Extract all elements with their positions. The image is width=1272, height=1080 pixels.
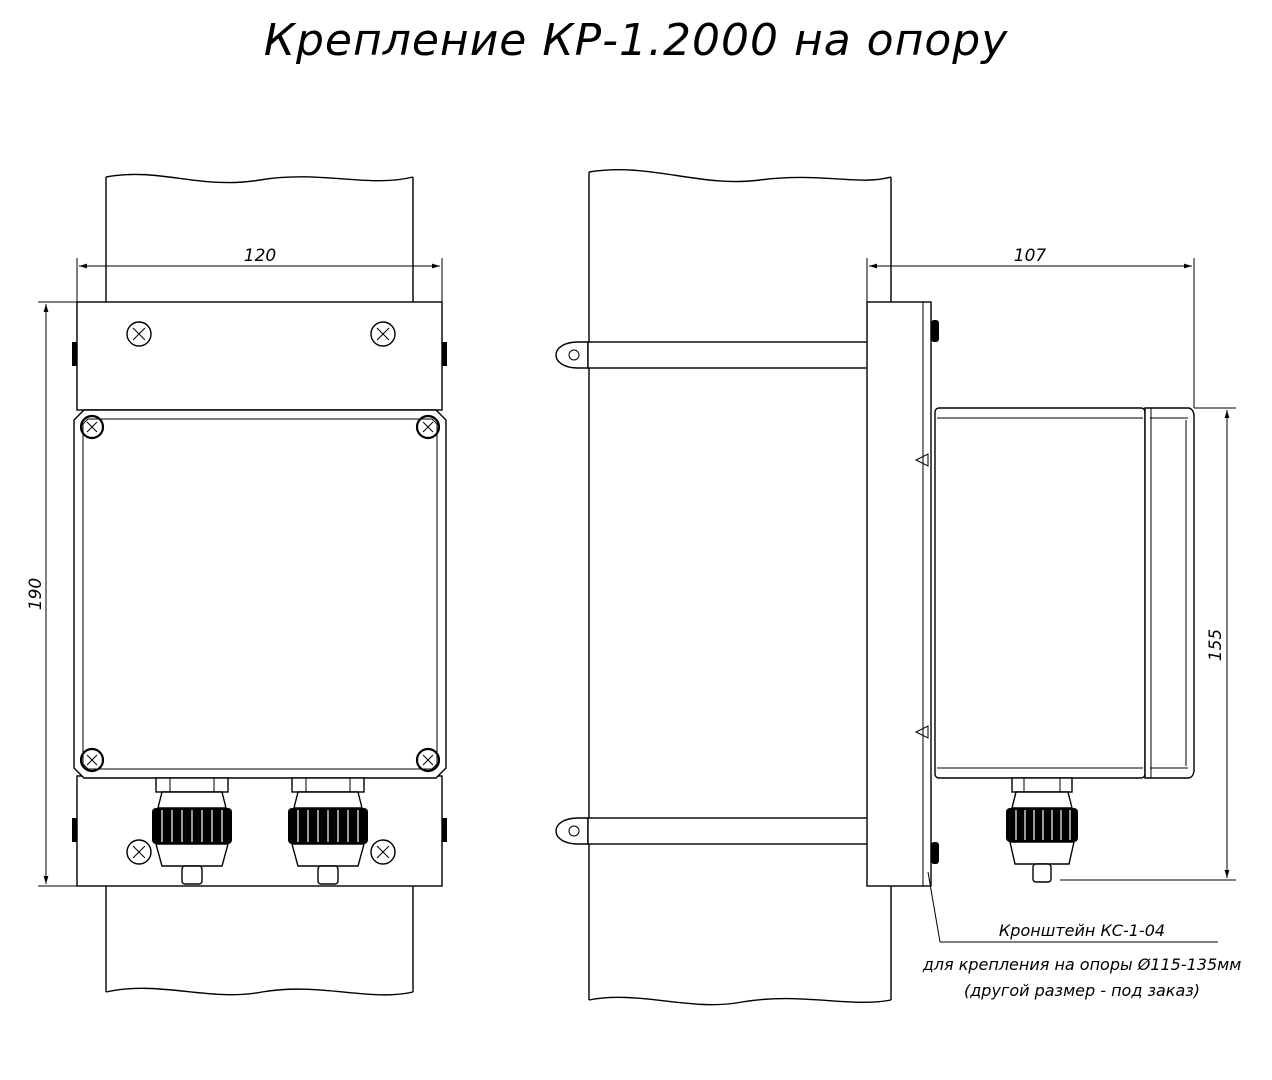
dimension-side-height: 155 — [1060, 407, 1236, 881]
dimension-label: 190 — [26, 578, 46, 610]
cable-gland-icon — [288, 777, 368, 885]
front-view: 120 190 — [26, 173, 447, 996]
bracket-plate-side — [866, 301, 932, 887]
lid-screw-icon — [79, 747, 105, 773]
mounting-note-line1: для крепления на опоры Ø115-135мм — [922, 955, 1242, 974]
dimension-label: 120 — [244, 246, 276, 266]
dimension-depth: 107 — [866, 246, 1195, 408]
front-pole — [105, 173, 414, 996]
lid-screw-icon — [415, 747, 441, 773]
leader-line — [927, 871, 1218, 943]
lid-screw-icon — [79, 414, 105, 440]
u-bolt-bottom — [555, 813, 895, 857]
enclosure-side — [934, 407, 1195, 779]
screw-icon — [126, 839, 152, 865]
enclosure-front — [73, 409, 447, 779]
dimension-width: 120 — [76, 246, 443, 302]
side-pole — [588, 169, 892, 1006]
cable-gland-icon — [1006, 777, 1078, 883]
screw-icon — [126, 321, 152, 347]
mounting-plate-top — [76, 301, 443, 411]
cable-gland-icon — [152, 777, 232, 885]
bracket-name-note: Кронштейн КС-1-04 — [999, 921, 1165, 940]
side-view: 107 155 — [555, 169, 1236, 1006]
mounting-note-line2: (другой размер - под заказ) — [964, 981, 1200, 1000]
dimension-height: 190 — [26, 301, 77, 887]
u-bolt-top — [555, 337, 895, 381]
mounting-plate-bottom — [76, 775, 443, 887]
drawing-title: Крепление КР-1.2000 на опору — [264, 15, 1009, 66]
screw-icon — [370, 321, 396, 347]
dimension-label: 155 — [1206, 629, 1226, 661]
screw-icon — [370, 839, 396, 865]
dimension-label: 107 — [1014, 246, 1047, 266]
lid-screw-icon — [415, 414, 441, 440]
